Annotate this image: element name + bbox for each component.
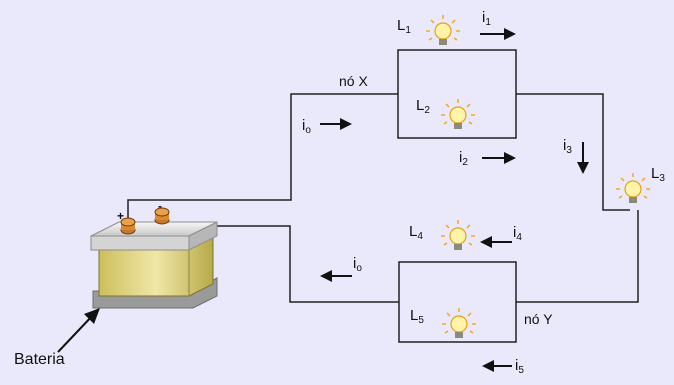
lamp-l3-label: L3: [651, 165, 665, 184]
lamp-l5-icon: [442, 308, 476, 338]
current-i2-label: i2: [459, 149, 468, 168]
current-i1-label: i1: [482, 9, 491, 28]
current-i2-arrow: [482, 152, 516, 164]
current-i1-arrow: [480, 28, 516, 40]
lamp-l5-label: L5: [410, 307, 424, 326]
current-i3-arrow: [577, 142, 589, 174]
battery-minus-sign: -: [158, 199, 162, 213]
wire-negative: [162, 225, 399, 303]
current-i4-arrow: [480, 236, 512, 248]
current-io-bottom-arrow: [320, 270, 352, 282]
battery-plus-sign: +: [117, 209, 125, 223]
node-x-label: nó X: [339, 73, 368, 89]
lamp-l2-icon: [441, 99, 475, 129]
wire-to-l3: [516, 93, 630, 211]
wire-positive: [127, 93, 398, 228]
current-i4-label: i4: [513, 224, 522, 243]
current-io-bottom-label: io: [353, 255, 362, 274]
wire-l3-to-node-y: [516, 210, 639, 303]
battery-label: Bateria: [14, 351, 65, 368]
current-i3-label: i3: [563, 137, 572, 156]
current-i5-arrow: [482, 360, 512, 372]
current-io-top-arrow: [320, 118, 352, 130]
lamp-l1-label: L1: [397, 17, 411, 36]
battery-pointer-arrow: [57, 308, 100, 353]
battery-icon: [90, 207, 218, 309]
lamp-l4-label: L4: [409, 223, 423, 242]
lamp-l3-icon: [616, 173, 650, 203]
lamp-l1-icon: [426, 15, 460, 45]
current-i5-label: i5: [515, 357, 524, 376]
lamp-l2-label: L2: [416, 97, 430, 116]
node-y-label: nó Y: [524, 311, 553, 327]
lamp-l4-icon: [441, 220, 475, 250]
current-io-top-label: io: [302, 117, 311, 136]
